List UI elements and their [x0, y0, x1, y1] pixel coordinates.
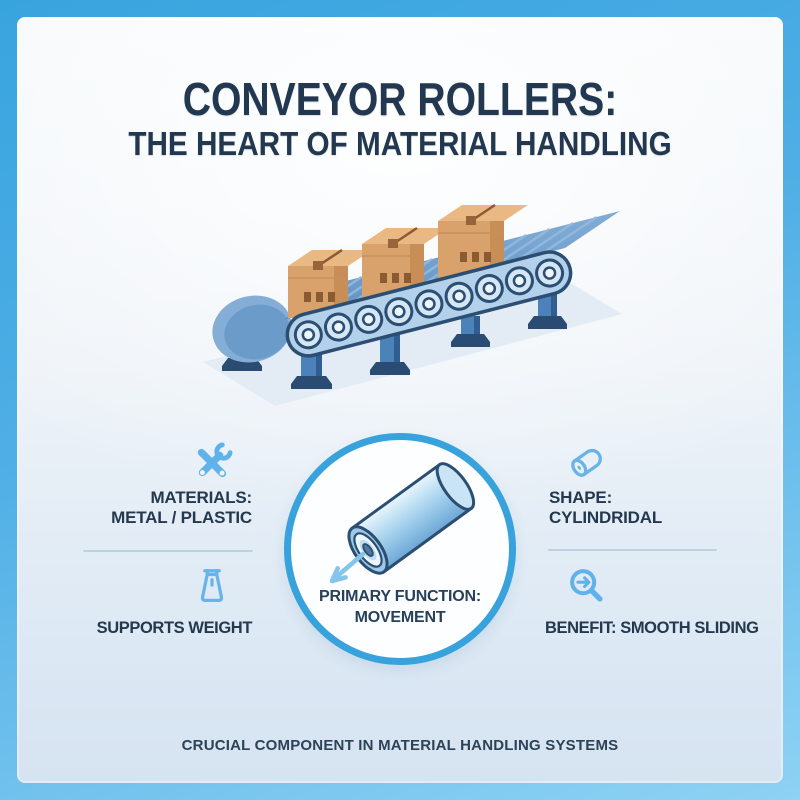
conveyor-illustration: [203, 203, 622, 406]
feature-shape-title: SHAPE:: [549, 488, 613, 507]
roller: [354, 304, 384, 334]
feature-materials: MATERIALS: METAL / PLASTIC: [111, 488, 252, 528]
roller: [504, 266, 534, 296]
leg: [451, 316, 490, 347]
center-badge-line-2: MOVEMENT: [354, 609, 446, 626]
left-divider: [83, 550, 253, 552]
roller: [535, 258, 565, 288]
roller: [293, 320, 323, 350]
cylinder-icon: [571, 448, 602, 477]
roller-cylinder-arrow-icon: [329, 462, 476, 584]
box: [438, 203, 528, 278]
roller-band: [285, 250, 573, 358]
feature-materials-value: METAL / PLASTIC: [111, 508, 252, 527]
feature-benefit-title: BENEFIT: SMOOTH SLIDING: [545, 619, 759, 637]
belt-end-cap: [212, 295, 292, 363]
right-divider: [548, 549, 717, 551]
title-line-2: THE HEART OF MATERIAL HANDLING: [128, 125, 672, 162]
rollers: [293, 258, 565, 350]
leg: [370, 334, 410, 375]
feature-shape: SHAPE: CYLINDRIDAL: [549, 488, 662, 528]
center-badge-label: PRIMARY FUNCTION: MOVEMENT: [290, 586, 510, 628]
title-line-1: CONVEYOR ROLLERS:: [182, 73, 618, 125]
weight-icon: [200, 569, 224, 603]
roller: [323, 312, 353, 342]
roller: [474, 273, 504, 303]
feature-weight: SUPPORTS WEIGHT: [96, 618, 253, 638]
movement-arrow-icon: [329, 551, 366, 584]
center-circle-badge: [284, 433, 516, 665]
cardboard-boxes: [288, 203, 528, 318]
footer-caption: CRUCIAL COMPONENT IN MATERIAL HANDLING S…: [181, 737, 619, 754]
roller: [414, 289, 444, 319]
leg: [291, 352, 332, 389]
feature-weight-title: SUPPORTS WEIGHT: [96, 619, 253, 637]
leg: [528, 294, 567, 329]
feature-benefit: BENEFIT: SMOOTH SLIDING: [545, 618, 759, 638]
feature-materials-title: MATERIALS:: [150, 488, 252, 507]
tools-icon: [197, 442, 233, 478]
magnifier-arrow-icon: [570, 569, 603, 602]
feature-shape-value: CYLINDRIDAL: [549, 508, 663, 527]
roller: [444, 281, 474, 311]
roller-cylinder: [347, 462, 476, 575]
page-title: CONVEYOR ROLLERS: THE HEART OF MATERIAL …: [0, 74, 800, 164]
roller: [384, 297, 414, 327]
center-badge-line-1: PRIMARY FUNCTION:: [319, 588, 481, 605]
